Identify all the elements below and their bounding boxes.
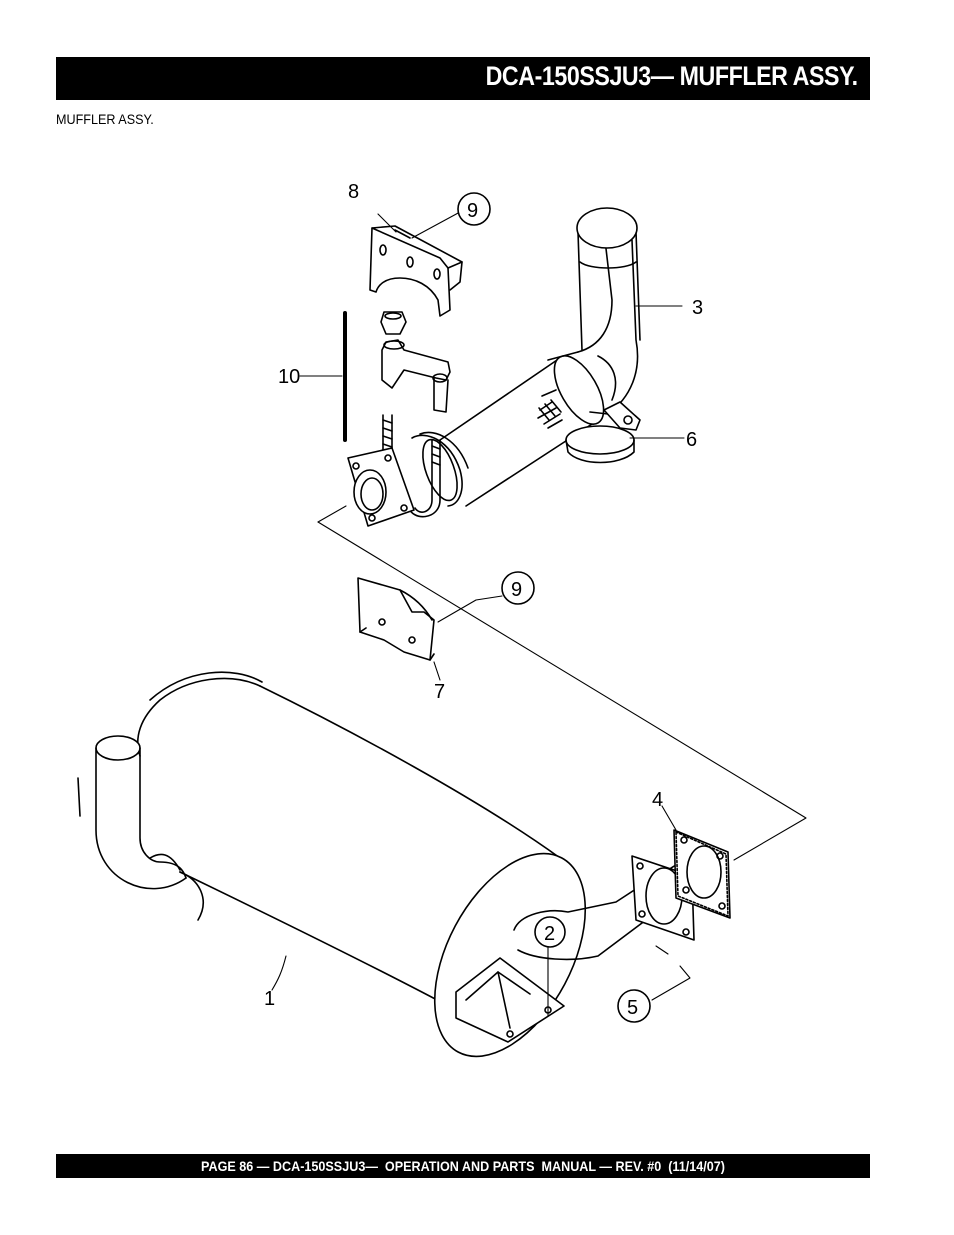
callout-5: 5: [627, 997, 638, 1019]
clamp-kit-part-10: [343, 311, 451, 518]
page-title: DCA-150SSJU3— MUFFLER ASSY.: [485, 61, 858, 91]
leader-lines: [271, 211, 807, 1017]
footer-bar: PAGE 86 — DCA-150SSJU3— OPERATION AND PA…: [56, 1154, 870, 1178]
callout-9-upper: 9: [467, 200, 478, 222]
callout-3: 3: [692, 297, 703, 319]
callout-1: 1: [264, 988, 275, 1010]
section-label: MUFFLER ASSY.: [56, 111, 154, 127]
bracket-part-8: [369, 225, 463, 317]
exhaust-pipe-part-3: [347, 207, 641, 527]
callout-2: 2: [544, 923, 555, 945]
footer-text: PAGE 86 — DCA-150SSJU3— OPERATION AND PA…: [201, 1158, 725, 1174]
callout-9-lower: 9: [511, 579, 522, 601]
header-bar: DCA-150SSJU3— MUFFLER ASSY.: [56, 57, 870, 100]
gasket-part-4: [673, 829, 731, 919]
callout-6: 6: [686, 429, 697, 451]
callout-4: 4: [652, 789, 663, 811]
callout-7: 7: [434, 681, 445, 703]
muffler-assembly-drawing: 1 2 3 4 5 6 7 8 9 9 10: [77, 181, 807, 1058]
callouts: 1 2 3 4 5 6 7 8 9 9 10: [264, 181, 703, 1023]
callout-10: 10: [278, 366, 300, 388]
bracket-part-7: [357, 577, 435, 661]
band-clamp-part-6: [565, 401, 641, 464]
muffler-part-1: [77, 671, 684, 1058]
callout-8: 8: [348, 181, 359, 203]
